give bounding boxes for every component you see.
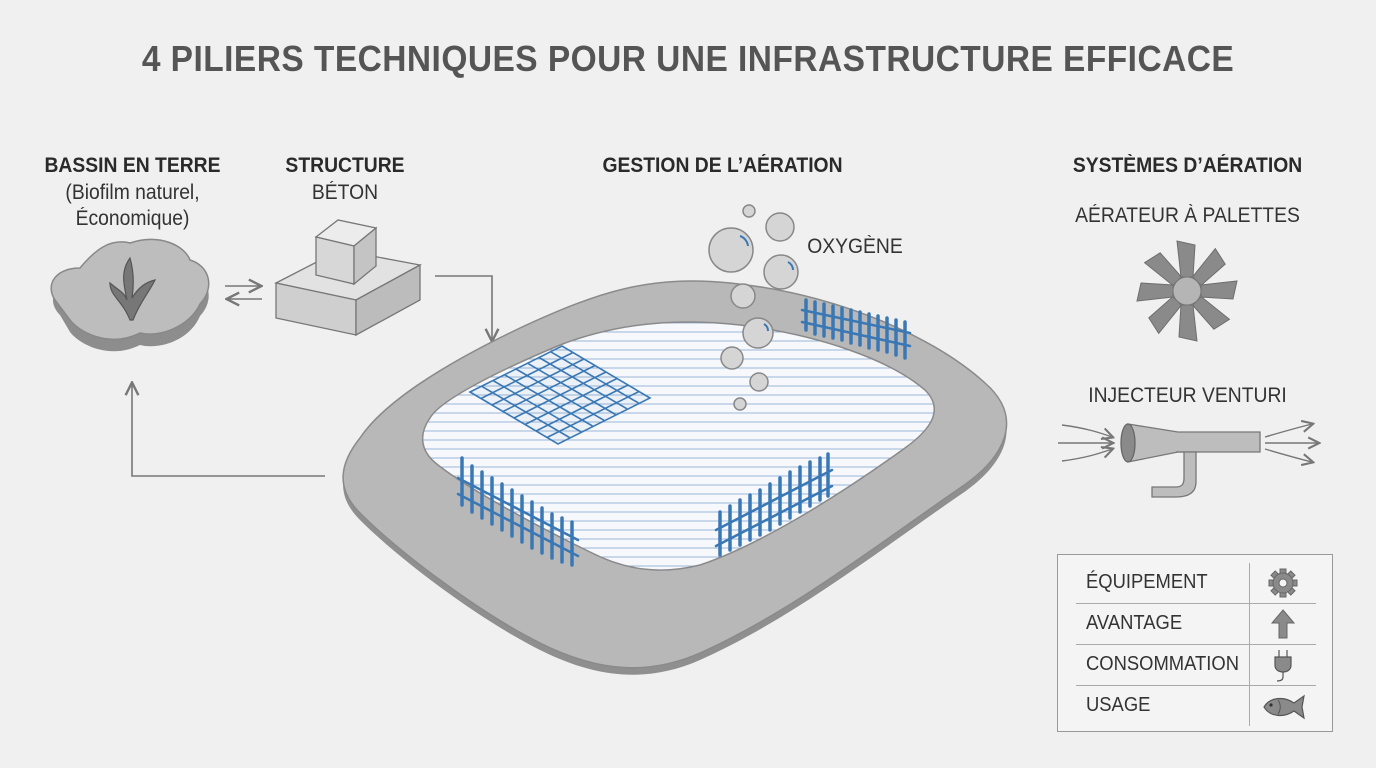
- aeration-basin: [342, 280, 1008, 675]
- bassin-desc-line2: Économique): [75, 207, 190, 230]
- legend-label: CONSOMMATION: [1086, 653, 1239, 675]
- legend: ÉQUIPEMENT AVANTAGE CONSOMMATION: [1057, 554, 1333, 732]
- paddle-aerator-icon: [1136, 240, 1238, 342]
- fence-bottom-right: [714, 452, 834, 557]
- page-title: 4 PILIERS TECHNIQUES POUR UNE INFRASTRUC…: [141, 38, 1235, 79]
- flow-arrow-to-bassin: [132, 384, 325, 477]
- legend-row-consommation: CONSOMMATION: [1076, 645, 1316, 686]
- oxygen-bubbles: [708, 204, 799, 411]
- venturi-injector-icon: [1058, 424, 1318, 498]
- legend-label: AVANTAGE: [1086, 612, 1183, 634]
- palettes-label: AÉRATEUR À PALETTES: [1075, 204, 1300, 227]
- venturi-label: INJECTEUR VENTURI: [1088, 384, 1287, 407]
- legend-row-equipement: ÉQUIPEMENT: [1076, 563, 1316, 604]
- oxygen-label: OXYGÈNE: [807, 235, 903, 258]
- exchange-arrows: [225, 286, 262, 299]
- plug-icon: [1249, 645, 1316, 685]
- up-arrow-icon: [1249, 604, 1316, 644]
- fence-top-right: [800, 298, 912, 360]
- gestion-title: GESTION DE L’AÉRATION: [602, 154, 843, 177]
- legend-label: USAGE: [1086, 694, 1151, 716]
- concrete-structure-icon: [274, 219, 422, 337]
- gear-icon: [1249, 563, 1316, 603]
- earth-pond-icon: [50, 238, 210, 352]
- fish-icon: [1249, 686, 1316, 726]
- fence-bottom-left: [456, 456, 580, 567]
- structure-subtitle: BÉTON: [311, 181, 379, 204]
- systemes-title: SYSTÈMES D’AÉRATION: [1072, 154, 1303, 177]
- flow-arrow-to-pond: [435, 275, 492, 340]
- legend-label: ÉQUIPEMENT: [1086, 571, 1208, 593]
- legend-row-avantage: AVANTAGE: [1076, 604, 1316, 645]
- structure-title: STRUCTURE: [285, 154, 405, 177]
- bassin-title: BASSIN EN TERRE: [44, 154, 221, 177]
- legend-row-usage: USAGE: [1076, 686, 1316, 727]
- bassin-desc-line1: (Biofilm naturel,: [65, 181, 200, 204]
